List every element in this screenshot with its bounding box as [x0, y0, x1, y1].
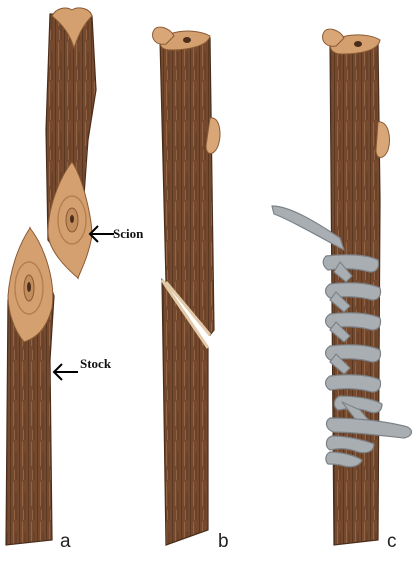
- scion-label: Scion: [113, 226, 143, 242]
- grafting-tie: [272, 206, 412, 467]
- panel-c-label: c: [387, 531, 397, 553]
- panel-b-label: b: [218, 531, 229, 553]
- panel-c: [272, 29, 412, 545]
- panel-c-bud-right: [376, 122, 390, 158]
- scion-arrow: [90, 226, 114, 242]
- stock-label: Stock: [80, 356, 111, 372]
- panel-a: [6, 8, 114, 545]
- stock-twig: [6, 228, 54, 545]
- stock-arrow: [54, 364, 78, 380]
- panel-b: [153, 27, 220, 545]
- scion-twig: [46, 8, 96, 278]
- panel-a-label: a: [60, 531, 71, 553]
